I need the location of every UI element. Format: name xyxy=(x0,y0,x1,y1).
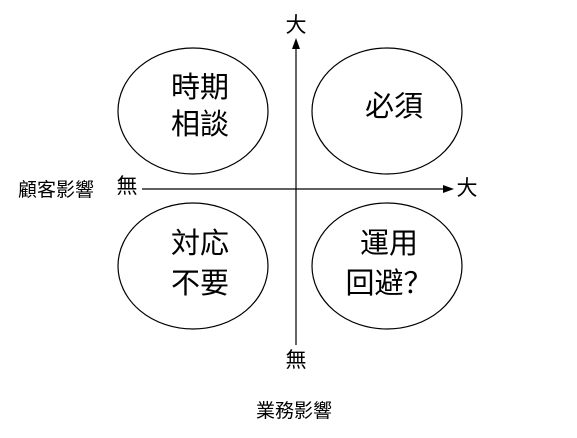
quadrant-top-right-ellipse xyxy=(311,47,463,175)
quadrant-bottom-left-line2: 不要 xyxy=(171,266,229,300)
quadrant-bottom-right-line1: 運用 xyxy=(360,226,418,260)
quadrant-bottom-left-line1: 対応 xyxy=(171,226,229,260)
vertical-axis-title: 業務影響 xyxy=(256,400,332,422)
horizontal-axis-right-label: 大 xyxy=(457,176,478,200)
vertical-axis-top-label: 大 xyxy=(286,13,307,37)
quadrant-top-left-line2: 相談 xyxy=(171,107,229,141)
horizontal-axis-title: 顧客影響 xyxy=(18,179,94,201)
horizontal-axis-arrow-icon xyxy=(443,185,454,193)
quadrant-top-right-line1: 必須 xyxy=(365,89,423,123)
horizontal-axis-left-label: 無 xyxy=(117,174,138,198)
quadrant-bottom-left-ellipse xyxy=(117,202,269,330)
vertical-axis-bottom-label: 無 xyxy=(286,348,307,372)
quadrant-bottom-right-line2: 回避？ xyxy=(345,266,432,300)
quadrant-bottom-right-ellipse xyxy=(311,202,463,330)
quadrant-top-left-ellipse xyxy=(117,47,269,175)
quadrant-top-left-line1: 時期 xyxy=(171,70,229,104)
vertical-axis-arrow-icon xyxy=(292,38,300,49)
